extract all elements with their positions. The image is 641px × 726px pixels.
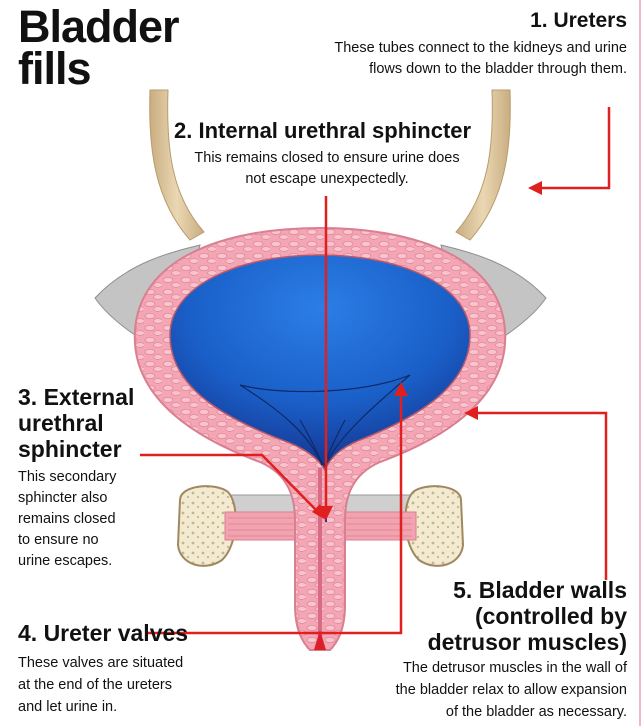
callout-internal-sphincter-desc-2: not escape unexpectedly. (177, 169, 477, 189)
callout-ureter-valves-desc-1: These valves are situated (18, 653, 183, 673)
callout-ureter-valves-label: 4. Ureter valves (18, 620, 188, 646)
callout-internal-sphincter-label: 2. Internal urethral sphincter (172, 118, 473, 144)
callout-internal-sphincter-desc-1: This remains closed to ensure urine does (177, 148, 477, 168)
callout-bladder-walls-label-2: (controlled by (475, 603, 627, 629)
title-line-1: Bladder (18, 6, 179, 48)
callout-bladder-walls-label-3: detrusor muscles) (428, 629, 627, 655)
callout-ureter-valves-desc-3: and let urine in. (18, 697, 117, 717)
callout-bladder-walls-desc-2: the bladder relax to allow expansion (396, 680, 627, 700)
title-line-2: fills (18, 48, 179, 90)
callout-external-sphincter-desc-2: sphincter also (18, 488, 107, 508)
callout-external-sphincter-desc-3: remains closed (18, 509, 116, 529)
callout-ureters-label: 1. Ureters (530, 10, 627, 32)
callout-ureters-desc-1: These tubes connect to the kidneys and u… (334, 38, 627, 58)
callout-external-sphincter-label-2: urethral (18, 411, 104, 436)
callout-external-sphincter-desc-5: urine escapes. (18, 551, 112, 571)
callout-ureters-desc-2: flows down to the bladder through them. (369, 59, 627, 79)
page-title: Bladder fills (18, 6, 179, 90)
urethra (318, 468, 322, 640)
callout-bladder-walls-label-1: 5. Bladder walls (453, 577, 627, 603)
callout-ureter-valves-desc-2: at the end of the ureters (18, 675, 172, 695)
callout-external-sphincter-label-1: 3. External (18, 385, 134, 410)
callout-external-sphincter-desc-1: This secondary (18, 467, 116, 487)
callout-bladder-walls-desc-1: The detrusor muscles in the wall of (403, 658, 627, 678)
callout-external-sphincter-label-3: sphincter (18, 437, 122, 462)
callout-bladder-walls-desc-3: of the bladder as necessary. (446, 702, 627, 722)
callout-external-sphincter-desc-4: to ensure no (18, 530, 99, 550)
